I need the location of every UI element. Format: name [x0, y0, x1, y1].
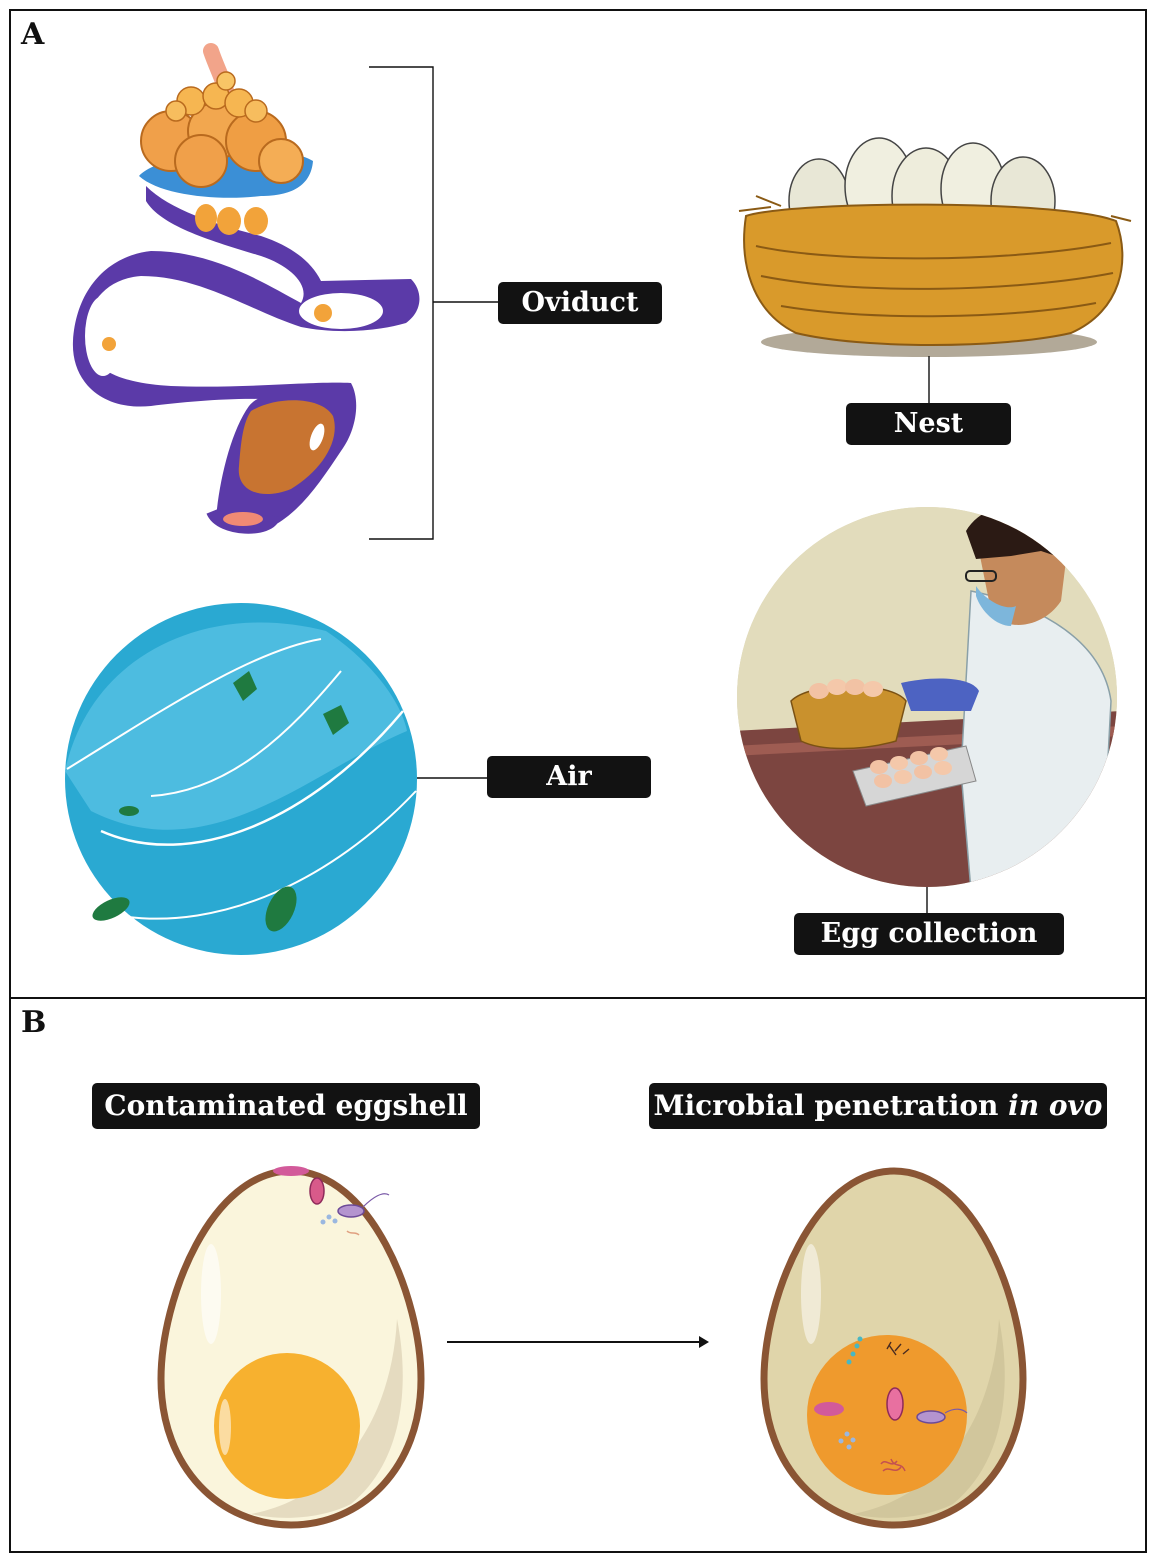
microbial-penetration-label: Microbial penetration in ovo	[649, 1083, 1107, 1129]
air-label: Air	[487, 756, 651, 798]
nest-illustration	[738, 137, 1132, 403]
microbial-penetration-text: Microbial penetration	[653, 1089, 1009, 1122]
internal-microbes	[814, 1336, 968, 1472]
oviduct-label: Oviduct	[498, 282, 662, 324]
oviduct-illustration	[72, 43, 420, 534]
progression-arrow	[447, 1336, 709, 1348]
contaminated-egg	[157, 1166, 425, 1529]
panel-a: A	[9, 9, 1147, 999]
panel-b-letter: B	[21, 1005, 47, 1040]
panel-a-artwork	[65, 43, 1132, 955]
contaminated-eggshell-label: Contaminated eggshell	[92, 1083, 480, 1129]
egg-collection-illustration	[737, 507, 1117, 913]
nest-label: Nest	[846, 403, 1011, 445]
surface-microbes	[273, 1166, 390, 1236]
panel-a-letter: A	[21, 17, 45, 52]
oviduct-bracket	[369, 66, 498, 540]
egg-collection-label: Egg collection	[794, 913, 1064, 955]
microbial-penetration-italic: in ovo	[1008, 1089, 1103, 1122]
panel-b: B	[9, 997, 1147, 1553]
penetrated-egg	[760, 1167, 1027, 1529]
air-illustration	[65, 603, 487, 955]
contaminated-eggshell-text: Contaminated eggshell	[104, 1089, 468, 1122]
ovary-follicles	[140, 71, 304, 188]
panel-b-artwork	[157, 1166, 1027, 1529]
